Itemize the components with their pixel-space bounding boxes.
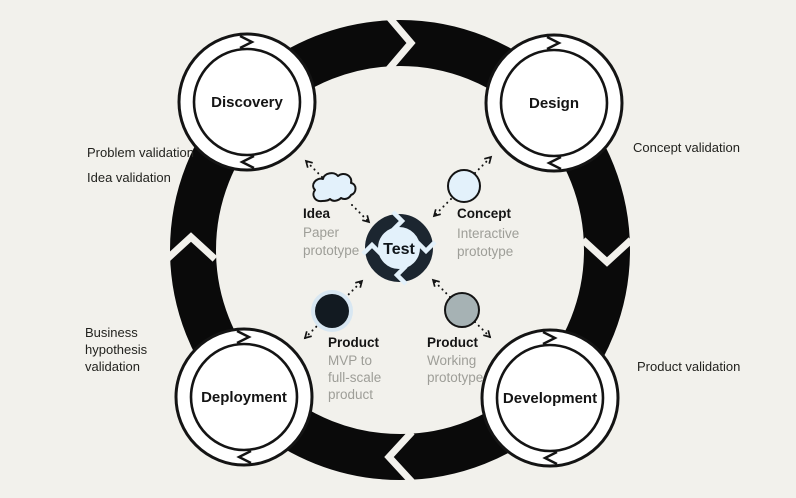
ring-chevron-right-icon	[580, 237, 634, 267]
checkpoint-desc-line: MVP to	[328, 353, 372, 368]
validation-idea: Idea validation	[87, 170, 171, 185]
checkpoint-name: Idea	[303, 206, 331, 221]
stage-chevron-icon	[546, 35, 562, 51]
arrow-working-to-development	[474, 321, 492, 339]
stage-chevron-icon	[236, 329, 252, 345]
hub-chevron-icon	[393, 264, 408, 286]
checkpoint-name: Concept	[457, 206, 512, 221]
stage-chevron-icon	[239, 34, 255, 50]
stage-circle-development: Development	[480, 328, 620, 468]
stage-chevron-icon	[542, 330, 558, 346]
hub-chevron-icon	[361, 241, 383, 256]
stage-chevron-icon	[236, 449, 252, 465]
checkpoint-name: Product	[328, 335, 380, 350]
stage-circle-discovery: Discovery	[177, 32, 317, 172]
stage-chevron-icon	[542, 450, 558, 466]
stage-label-discovery: Discovery	[211, 94, 283, 111]
light-circle-icon	[447, 169, 481, 203]
stage-circle-design: Design	[484, 33, 624, 173]
test-label: Test	[383, 241, 415, 258]
validation-concept: Concept validation	[633, 140, 740, 155]
validation-business-line: validation	[85, 359, 140, 374]
checkpoint-label-idea: Idea Paper prototype	[303, 206, 359, 258]
cycle-ring	[164, 13, 634, 485]
checkpoint-desc-line: prototype	[457, 244, 513, 259]
stage-chevron-icon	[239, 154, 255, 170]
ring-chevron-bottom-icon	[384, 429, 415, 485]
stage-circle-deployment: Deployment	[174, 327, 314, 467]
validation-business-line: hypothesis	[85, 342, 148, 357]
ring-chevron-left-icon	[164, 232, 218, 262]
checkpoint-label-product-working: Product Working prototype	[427, 335, 483, 385]
checkpoint-desc-line: Interactive	[457, 226, 519, 241]
dotted-arrows	[303, 155, 493, 340]
validation-problem: Problem validation	[87, 145, 194, 160]
black-circle-icon	[315, 294, 349, 328]
checkpoint-desc-line: prototype	[303, 243, 359, 258]
checkpoint-name: Product	[427, 335, 479, 350]
validation-business-line: Business	[85, 325, 138, 340]
checkpoint-desc-line: prototype	[427, 370, 483, 385]
hub-chevron-icon	[415, 240, 437, 255]
stage-label-deployment: Deployment	[201, 389, 287, 406]
gray-circle-icon	[444, 292, 480, 328]
cloud-icon	[312, 172, 357, 203]
arrow-mvp-to-deployment	[303, 322, 321, 340]
validation-business: Business hypothesis validation	[85, 325, 148, 374]
checkpoint-desc-line: Paper	[303, 225, 340, 240]
checkpoint-desc-line: product	[328, 387, 373, 402]
validation-product: Product validation	[637, 359, 740, 374]
arrow-concept-to-design	[474, 155, 493, 174]
hub-chevron-icon	[391, 210, 406, 232]
stage-chevron-icon	[546, 155, 562, 171]
checkpoint-label-concept: Concept Interactive prototype	[457, 206, 519, 259]
checkpoint-desc-line: full-scale	[328, 370, 381, 385]
test-hub: Test	[361, 210, 437, 286]
stage-label-development: Development	[503, 390, 597, 407]
arrow-idea-to-discovery	[304, 159, 323, 178]
stage-label-design: Design	[529, 95, 579, 112]
checkpoint-label-product-mvp: Product MVP to full-scale product	[328, 335, 381, 402]
ring-chevron-top-icon	[385, 13, 416, 73]
checkpoint-desc-line: Working	[427, 353, 476, 368]
